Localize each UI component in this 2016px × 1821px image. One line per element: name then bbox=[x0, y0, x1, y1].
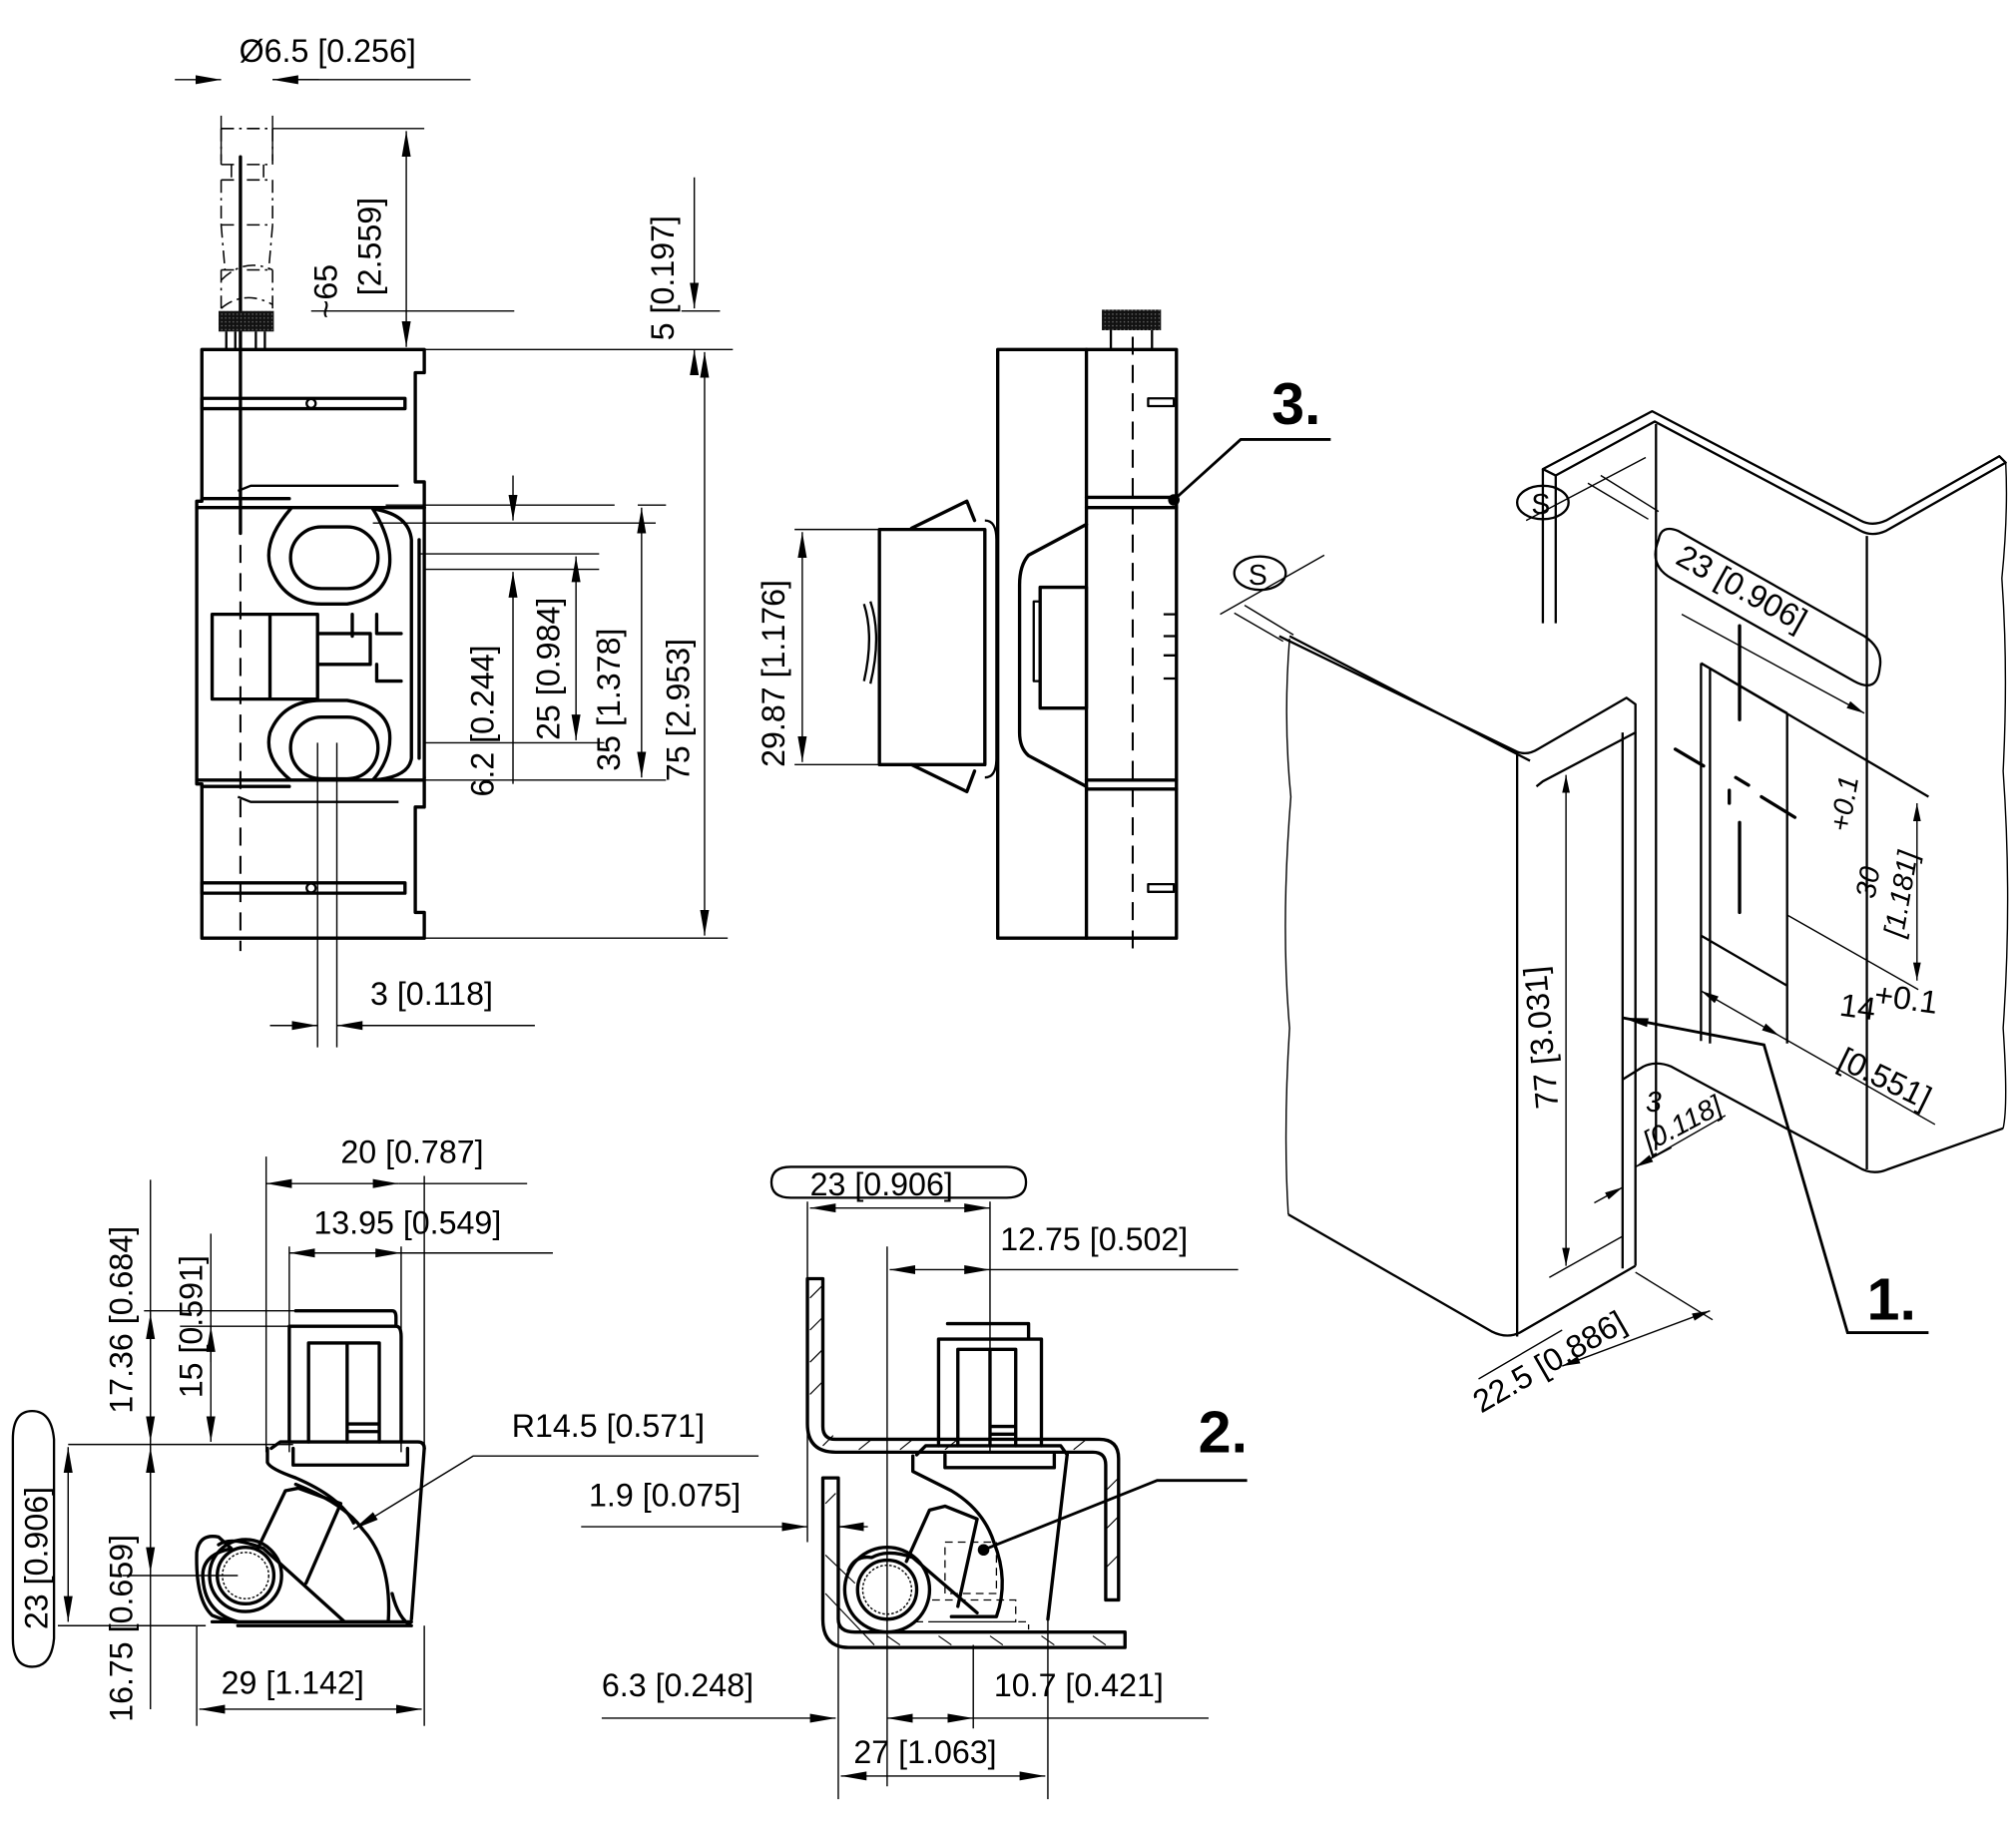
dim-pin-length: ~65 bbox=[308, 264, 344, 319]
dim-knob-height: 5 [0.197] bbox=[645, 216, 681, 340]
thickness-mark-top: S bbox=[1515, 456, 1660, 522]
plan-view-left: 20 [0.787] 13.95 [0.549] 17.36 [0.684] 1… bbox=[11, 1135, 759, 1726]
plan-view-installed: 2. 23 [0.906] 12.75 [0.502] 1.9 [0.075] … bbox=[581, 1165, 1248, 1800]
dim-slot-span: 35 [1.378] bbox=[591, 629, 627, 771]
slot-upper bbox=[266, 507, 392, 607]
dim-height-total: 17.36 [0.684] bbox=[104, 1226, 140, 1414]
dim-cutout-width-in: [0.551] bbox=[1833, 1041, 1937, 1116]
dim-slot-pitch: 25 [0.984] bbox=[530, 598, 566, 740]
dim-pin-diameter: Ø6.5 [0.256] bbox=[240, 33, 416, 69]
front-view: Ø6.5 [0.256] ~65 [2.559] 5 [0.197] 75 [2… bbox=[175, 33, 734, 1048]
dim-gap-ref: 23 [0.906] bbox=[810, 1166, 953, 1202]
dim-slot-width: 6.2 [0.244] bbox=[465, 645, 501, 796]
dim-mount-offset: 10.7 [0.421] bbox=[994, 1667, 1164, 1703]
callout-1: 1. bbox=[1867, 1266, 1916, 1333]
dim-height-body: 15 [0.591] bbox=[173, 1255, 209, 1398]
dim-pin-length-in: [2.559] bbox=[351, 198, 387, 295]
dim-edge-clearance: 3 bbox=[1646, 1087, 1662, 1119]
dim-flange-width: 23 [0.906] bbox=[1671, 538, 1813, 639]
dim-radius: R14.5 [0.571] bbox=[512, 1408, 705, 1444]
dim-depth-ref: 23 [0.906] bbox=[19, 1487, 55, 1629]
dim-overall-height: 75 [2.953] bbox=[661, 639, 697, 781]
dim-cutout-height-in: [1.181] bbox=[1878, 847, 1925, 940]
slot-lower bbox=[266, 698, 392, 782]
cutout-isometric-view: S S 23 [0.906] 30 +0.1 [1.181] 14 +0.1 [… bbox=[1220, 409, 2009, 1420]
side-view: 3. 29.87 [1.176] bbox=[756, 309, 1331, 958]
dim-return-depth: 22.5 [0.886] bbox=[1467, 1304, 1632, 1420]
dim-pivot-height: 16.75 [0.659] bbox=[104, 1535, 140, 1722]
dim-width-overall: 20 [0.787] bbox=[340, 1135, 483, 1170]
dim-overall-depth: 27 [1.063] bbox=[853, 1734, 996, 1770]
pin-knob bbox=[219, 310, 274, 332]
dim-pin-offset: 3 [0.118] bbox=[370, 976, 493, 1012]
callout-2: 2. bbox=[1199, 1398, 1248, 1465]
dim-opening-height: 77 [3.031] bbox=[1517, 965, 1565, 1111]
dim-cutout-height-tol: +0.1 bbox=[1824, 773, 1865, 834]
dim-cutout-height: 30 bbox=[1850, 864, 1887, 901]
svg-text:S: S bbox=[1249, 560, 1267, 592]
svg-text:S: S bbox=[1531, 489, 1550, 521]
dim-cutout-width: 14 bbox=[1837, 987, 1877, 1028]
callout-3: 3. bbox=[1271, 370, 1320, 437]
dim-cutout-width-tol: +0.1 bbox=[1872, 976, 1940, 1020]
dim-sheet-thickness: 1.9 [0.075] bbox=[589, 1477, 741, 1513]
dim-pivot-offset: 6.3 [0.248] bbox=[602, 1667, 754, 1703]
thickness-mark-left: S bbox=[1220, 554, 1325, 643]
dim-width-body: 13.95 [0.549] bbox=[313, 1204, 501, 1240]
hinge-body-outline bbox=[195, 347, 426, 940]
side-knob bbox=[1102, 309, 1162, 330]
dim-leaf-height: 29.87 [1.176] bbox=[756, 580, 791, 767]
dim-base-width: 29 [1.142] bbox=[222, 1664, 364, 1700]
dim-offset-top: 12.75 [0.502] bbox=[1000, 1221, 1188, 1257]
